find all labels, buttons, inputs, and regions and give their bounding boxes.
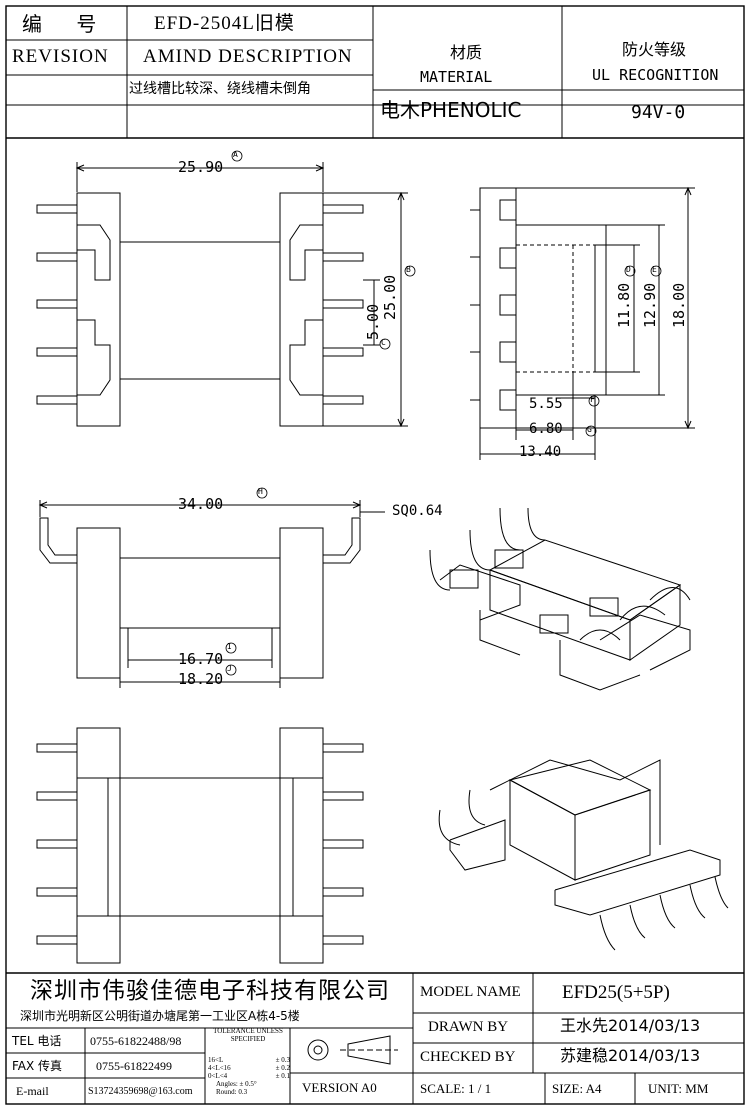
code-value: EFD-2504L旧模 [154, 13, 295, 34]
fax-label: FAX 传真 [12, 1059, 63, 1073]
material-cn: 材质 [450, 43, 483, 62]
tolerance-range: Angles: ± 0.5° [216, 1080, 257, 1088]
dim-side-height: 18.00 [670, 282, 688, 328]
material-en: MATERIAL [420, 68, 493, 86]
drawn-value: 王水先2014/03/13 [560, 1016, 701, 1035]
dim-slot: 5.00 [364, 303, 382, 340]
version-label: VERSION A0 [302, 1080, 377, 1095]
tolerance-row: 4<L<16 ± 0.2 [208, 1064, 290, 1072]
checked-label: CHECKED BY [420, 1049, 516, 1065]
dim-front-width: 34.00 [178, 495, 224, 513]
email-label: E-mail [16, 1084, 49, 1098]
tolerance-range: 0<L<4 [208, 1072, 228, 1080]
dim-side-inner: 12.90 [641, 282, 659, 328]
tolerance-row: Angles: ± 0.5° [208, 1080, 290, 1088]
title-block-lines [6, 972, 744, 1104]
tolerance-title: TOLERANCE UNLESS SPECIFIED [213, 1027, 283, 1043]
side-view [470, 186, 695, 460]
dim-tag-e: E [652, 265, 657, 274]
tolerance-row: 0<L<4 ± 0.1 [208, 1072, 290, 1080]
company-name: 深圳市伟骏佳德电子科技有限公司 [30, 978, 390, 1004]
dim-tag-a: A [233, 150, 238, 159]
tolerance-value: ± 0.1 [275, 1072, 290, 1080]
tolerance-table: 16<L ± 0.3 4<L<16 ± 0.2 0<L<4 ± 0.1 Angl… [208, 1056, 290, 1096]
header-table-lines [6, 6, 744, 139]
tolerance-row: Round: 0.3 [208, 1088, 290, 1096]
email-value: S13724359698@163.com [88, 1086, 193, 1097]
description-label: AMIND DESCRIPTION [143, 46, 353, 67]
dim-tag-j: J [227, 664, 232, 673]
dimension-tag-circles [225, 150, 662, 676]
ul-value: 94V-0 [631, 102, 686, 123]
dim-side-core: 11.80 [615, 282, 633, 328]
tolerance-range: Round: 0.3 [216, 1088, 248, 1096]
bottom-view [36, 727, 364, 964]
dim-tag-h: H [258, 487, 263, 496]
tel-value: 0755-61822488/98 [90, 1034, 182, 1048]
dim-side-w2: 6.80 [529, 421, 563, 437]
revision-label: REVISION [12, 46, 109, 67]
dim-tag-d: D [626, 265, 631, 274]
drawn-label: DRAWN BY [428, 1019, 509, 1035]
unit-label: UNIT: MM [648, 1081, 709, 1096]
ul-cn: 防火等级 [622, 40, 687, 59]
dim-front-outer: 18.20 [178, 670, 224, 688]
dim-tag-f: F [590, 395, 595, 404]
isometric-view-2 [438, 759, 729, 951]
tolerance-range: 4<L<16 [208, 1064, 231, 1072]
dim-tag-b: B [406, 265, 411, 274]
dim-front-inner: 16.70 [178, 650, 224, 668]
model-value: EFD25(5+5P) [562, 982, 670, 1003]
description-value: 过线槽比较深、绕线槽未倒角 [129, 81, 311, 97]
front-view [38, 500, 385, 688]
dim-side-w1: 5.55 [529, 396, 563, 412]
tolerance-value: ± 0.3 [275, 1056, 290, 1064]
isometric-view-1 [429, 507, 691, 691]
size-label: SIZE: A4 [552, 1081, 602, 1096]
top-view [36, 162, 408, 428]
dim-top-width: 25.90 [178, 158, 224, 176]
page-border [5, 5, 745, 1105]
dim-tag-i: I [227, 642, 232, 651]
checked-value: 苏建稳2014/03/13 [560, 1046, 701, 1065]
code-label: 编 号 [22, 12, 111, 36]
material-value: 电木PHENOLIC [380, 98, 522, 122]
dim-side-w3: 13.40 [519, 444, 562, 460]
dim-tag-c: C [381, 338, 386, 347]
model-label: MODEL NAME [420, 984, 521, 1000]
dim-pin-square: SQ0.64 [392, 503, 443, 519]
tolerance-range: 16<L [208, 1056, 224, 1064]
tolerance-row: 16<L ± 0.3 [208, 1056, 290, 1064]
dim-tag-g: G [587, 425, 592, 434]
projection-symbol-icon [307, 1035, 398, 1065]
tel-label: TEL 电话 [12, 1034, 62, 1048]
dim-top-height: 25.00 [381, 274, 399, 320]
ul-en: UL RECOGNITION [592, 66, 719, 84]
tolerance-value: ± 0.2 [275, 1064, 290, 1072]
fax-value: 0755-61822499 [96, 1059, 172, 1073]
scale-label: SCALE: 1 / 1 [420, 1081, 492, 1096]
company-address: 深圳市光明新区公明街道办塘尾第一工业区A栋4-5楼 [20, 1009, 300, 1023]
